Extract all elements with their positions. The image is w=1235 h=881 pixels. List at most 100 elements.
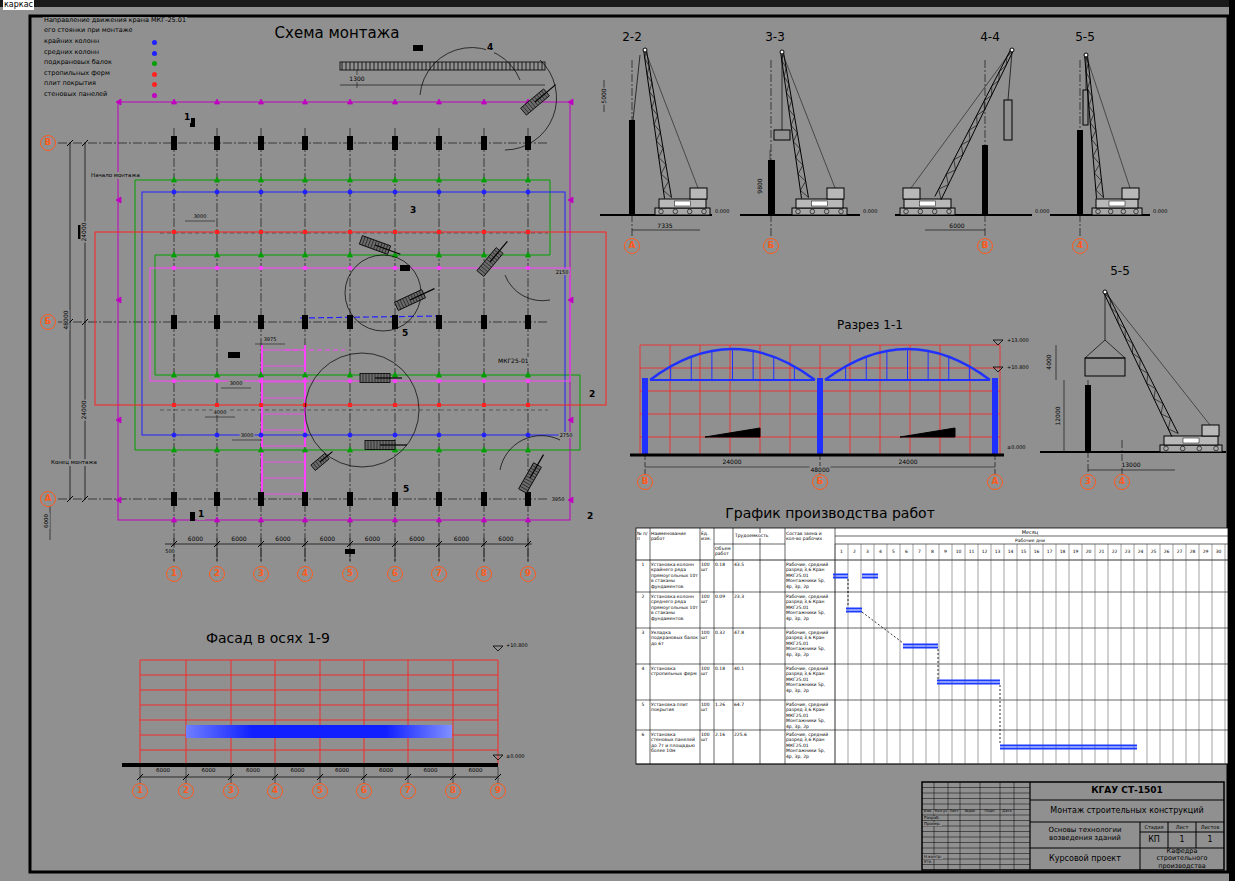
drawing-circle [303,190,307,194]
dimension: 500 [164,548,176,554]
drawing-circle [526,190,530,194]
drawing-circle [437,190,441,194]
drawing-line [542,62,543,70]
drawing-line [1000,345,1001,455]
drawing-circle [1096,209,1101,214]
title-block-text: Основы технологии возведения зданий [1032,827,1138,842]
drawing-line [528,538,529,562]
drawing-path [900,428,955,437]
drawing-path [482,372,487,377]
table-cell: 6 [904,549,909,554]
drawing-rect [348,403,352,407]
drawing-rect [1122,188,1139,199]
table-cell: 19 [1072,549,1080,554]
drawing-circle [904,209,909,214]
drawing-line [1122,440,1123,474]
drawing-rect [481,136,487,150]
dimension: 6000 [948,222,965,229]
drawing-line [832,577,848,579]
drawing-path [482,517,487,522]
table-cell: 100 шт [701,702,712,713]
drawing-g [359,236,402,259]
drawing-rect [214,136,220,150]
drawing-g [395,285,437,311]
axis-label: 2 [183,786,189,796]
drawing-circle [303,433,307,437]
dimension: 7335 [656,222,673,229]
drawing-line [1134,544,1135,764]
dimension: 3950 [551,496,566,502]
drawing-line [1085,55,1097,198]
drawing-circle [932,209,937,214]
drawing-line [1087,55,1103,198]
drawing-line [649,91,654,99]
drawing-line [313,463,317,468]
drawing-line [375,377,402,378]
drawing-line [636,560,1228,561]
dimension: 6000 [334,767,350,774]
drawing-path [172,252,177,257]
drawing-line [796,149,800,158]
drawing-g [365,441,407,450]
dimension: 3975 [263,336,278,342]
drawing-line [939,185,949,189]
drawing-path [437,372,442,377]
drawing-line [1132,344,1133,353]
drawing-circle [393,433,397,437]
drawing-line [205,417,235,418]
drawing-circle [172,190,176,194]
drawing-circle [796,209,801,214]
drawing-line [438,62,439,70]
drawing-line [498,62,499,70]
drawing-rect [302,492,308,506]
drawing-line [369,374,370,383]
drawing-circle [215,433,219,437]
drawing-line [886,351,887,380]
drawing-line [862,574,878,576]
drawing-line [645,455,646,474]
title-block-text: Монтаж строительных конструкций [1050,807,1203,816]
drawing-path [568,99,573,105]
drawing-path [116,99,121,105]
drawing-line [691,357,692,380]
drawing-line [753,351,754,380]
drawing-rect [675,201,691,206]
drawing-line [640,345,641,455]
drawing-line [647,75,652,83]
drawing-rect [526,403,530,407]
drawing-circle [1103,290,1107,294]
drawing-line [1154,399,1163,404]
drawing-line [1132,353,1140,358]
drawing-circle [687,209,692,214]
axis-bubble: 2 [209,566,225,582]
drawing-line [1089,106,1094,114]
axis-label: 5 [317,786,323,796]
drawing-line [422,62,423,70]
drawing-line [848,579,849,606]
drawing-path [348,517,353,522]
drawing-line [255,344,285,345]
drawing-path [437,447,442,452]
facade-title: Фасад в осях 1-9 [205,630,331,647]
drawing-path [825,349,990,380]
drawing-line [510,62,511,70]
drawing-circle [673,209,678,214]
drawing-circle [348,190,352,194]
drawing-path [303,99,308,104]
drawing-line [941,51,1013,200]
drawing-line [386,62,387,70]
drawing-line [358,62,359,70]
drawing-line [969,366,970,380]
axis-label: 2 [214,569,220,579]
drawing-rect [922,782,1224,870]
title-block-text: КП [1148,836,1160,845]
drawing-path [172,372,177,377]
section-title: 5-5 [1109,264,1131,278]
drawing-line [1117,314,1118,323]
drawing-line [506,62,507,70]
drawing-path [568,417,573,423]
drawing-rect [303,230,307,234]
title-block-cell: 1 [1196,832,1224,848]
table-cell: Рабочие, средний разряд 3,6 Кран МКГ25.0… [786,702,833,729]
drawing-rect [150,268,570,381]
